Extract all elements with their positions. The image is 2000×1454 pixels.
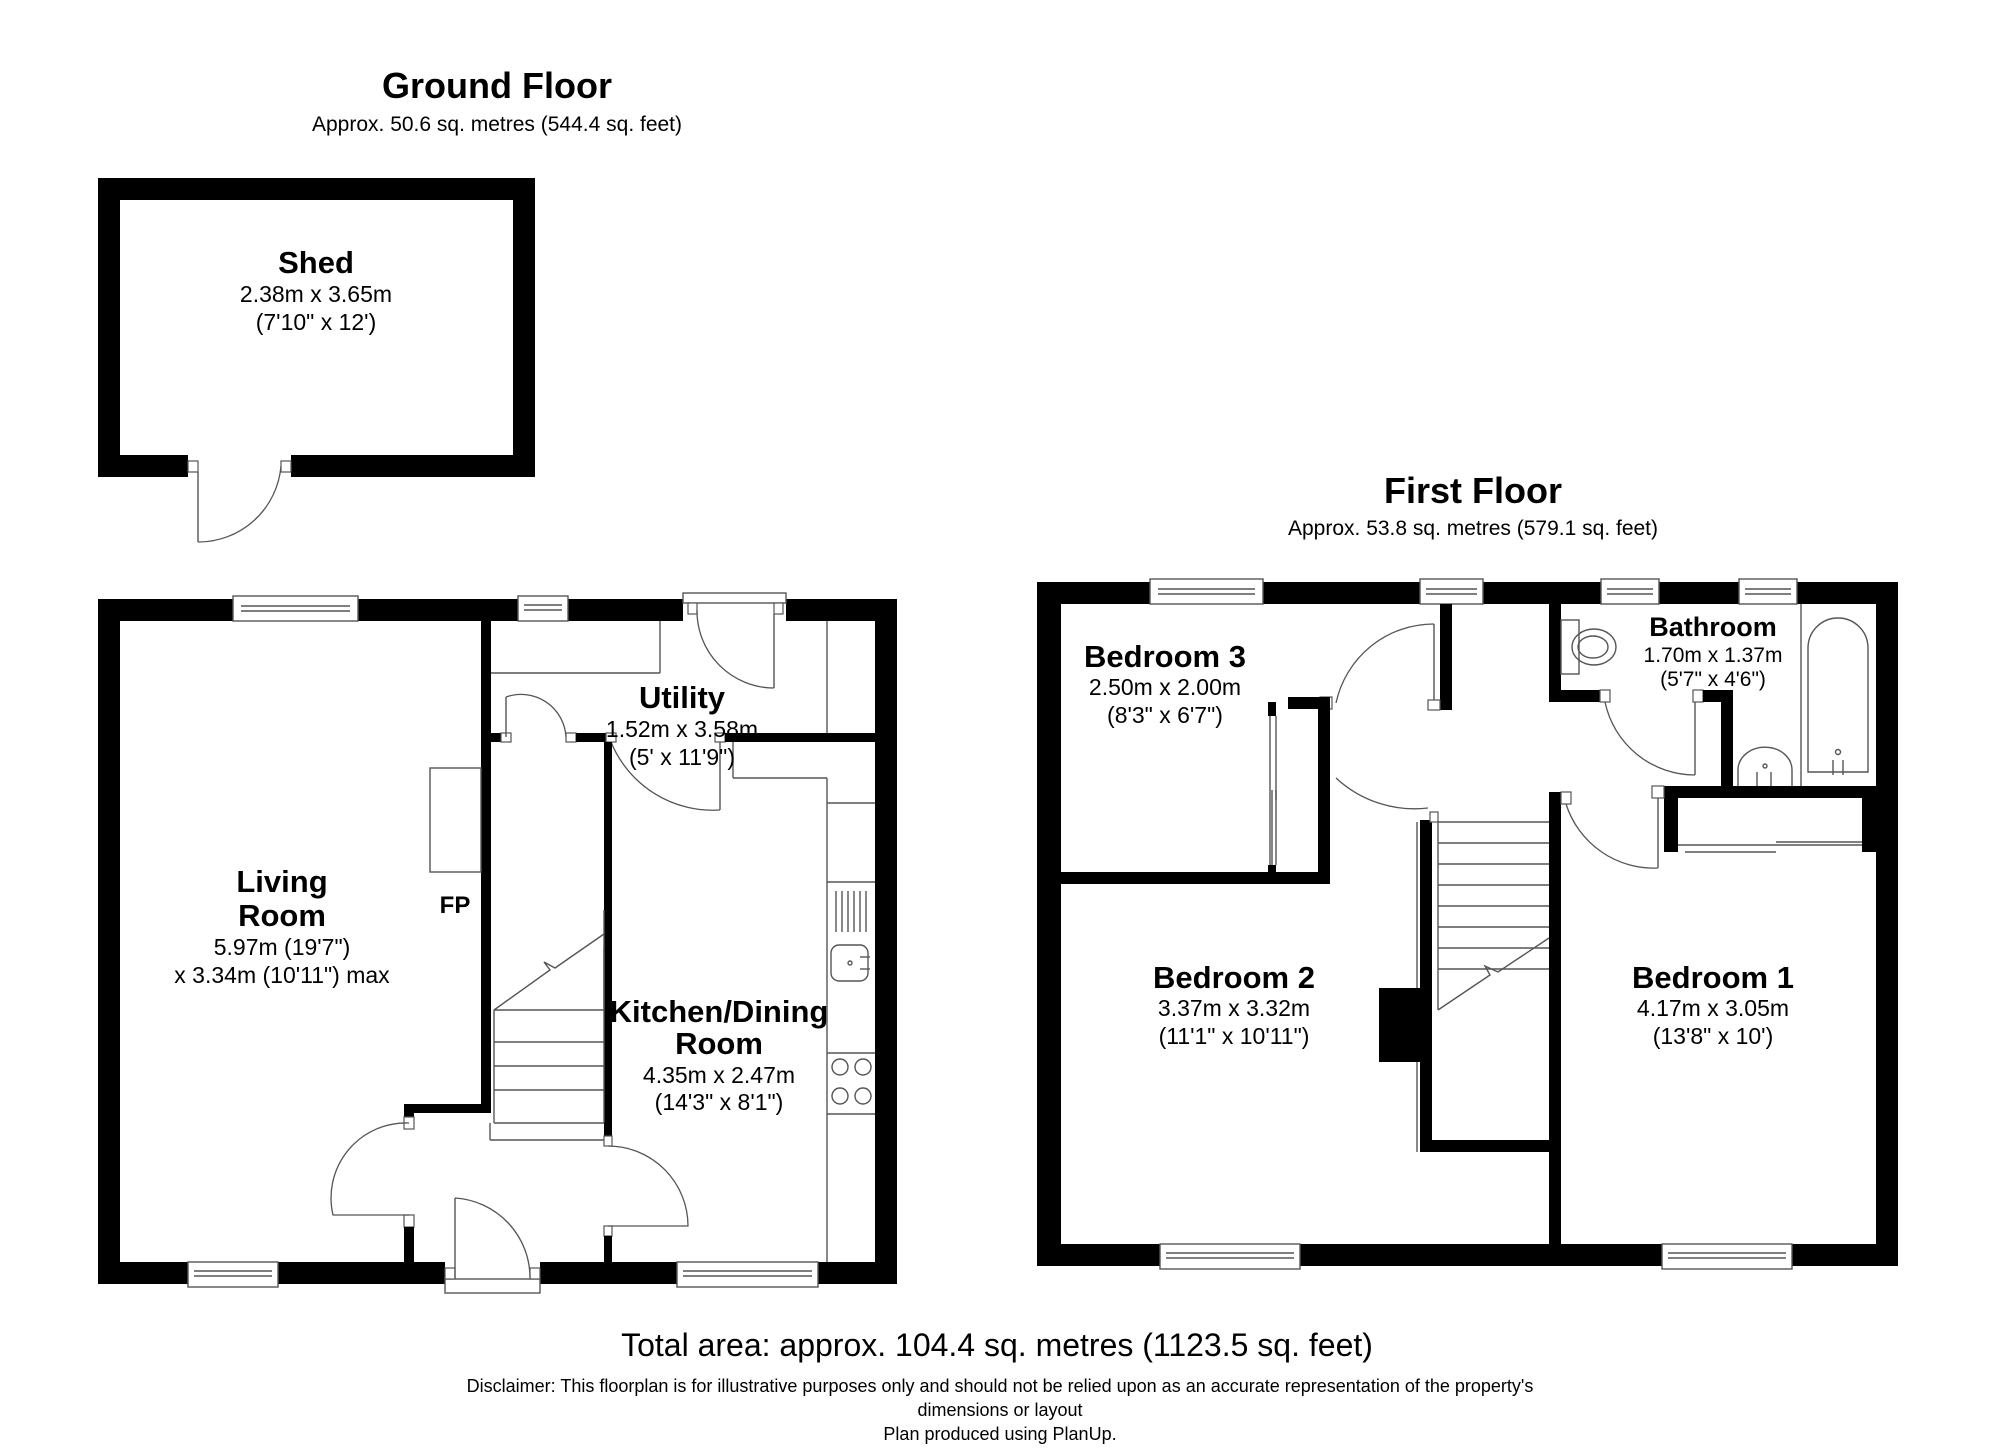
bedroom1-label: Bedroom 1 xyxy=(1632,960,1794,995)
kitchen-label-line1: Kitchen/Dining xyxy=(610,994,829,1029)
staircase-icon xyxy=(489,910,605,1141)
bathroom-dimensions-imperial: (5'7" x 4'6") xyxy=(1660,668,1766,691)
bedroom2-label: Bedroom 2 xyxy=(1153,960,1315,995)
utility-label: Utility xyxy=(639,680,726,715)
bedroom3-dimensions-imperial: (8'3" x 6'7") xyxy=(1107,702,1223,728)
kitchen-dimensions-imperial: (14'3" x 8'1") xyxy=(655,1089,784,1115)
bedroom1-dimensions-imperial: (13'8" x 10') xyxy=(1653,1023,1774,1049)
bedroom1-dimensions-metric: 4.17m x 3.05m xyxy=(1637,995,1789,1021)
kitchen-label-line2: Room xyxy=(675,1026,763,1061)
plan-producer-credit: Plan produced using PlanUp. xyxy=(883,1424,1116,1444)
shed-structure xyxy=(98,178,535,543)
bedroom2-dimensions-imperial: (11'1" x 10'11") xyxy=(1159,1023,1310,1049)
disclaimer-line1: Disclaimer: This floorplan is for illust… xyxy=(467,1376,1534,1396)
bathroom-dimensions-metric: 1.70m x 1.37m xyxy=(1644,644,1783,667)
shed-dimensions-metric: 2.38m x 3.65m xyxy=(240,281,392,307)
disclaimer-line2: dimensions or layout xyxy=(917,1400,1082,1420)
first-floor-area: Approx. 53.8 sq. metres (579.1 sq. feet) xyxy=(1288,517,1658,540)
first-floor-structure xyxy=(1037,578,1898,1270)
utility-dimensions-imperial: (5' x 11'9") xyxy=(629,744,735,770)
living-room-dimensions-1: 5.97m (19'7") xyxy=(214,934,351,960)
ground-floor-title: Ground Floor xyxy=(382,65,612,106)
basin-icon xyxy=(1737,746,1793,792)
toilet-icon xyxy=(1560,619,1617,675)
bedroom3-label: Bedroom 3 xyxy=(1084,639,1246,674)
living-room-label-line1: Living xyxy=(236,864,327,899)
fireplace-label: FP xyxy=(440,892,471,919)
kitchen-dimensions-metric: 4.35m x 2.47m xyxy=(643,1062,795,1088)
living-room-dimensions-2: x 3.34m (10'11") max xyxy=(174,962,390,988)
total-area: Total area: approx. 104.4 sq. metres (11… xyxy=(621,1327,1373,1363)
staircase-icon xyxy=(1437,821,1550,1011)
first-floor-title: First Floor xyxy=(1384,470,1562,511)
living-room-label-line2: Room xyxy=(238,898,326,933)
hob-icon xyxy=(831,1058,872,1105)
ground-floor-area: Approx. 50.6 sq. metres (544.4 sq. feet) xyxy=(312,113,682,136)
utility-dimensions-metric: 1.52m x 3.58m xyxy=(606,716,758,742)
bedroom2-dimensions-metric: 3.37m x 3.32m xyxy=(1158,995,1310,1021)
ground-floor-structure xyxy=(98,592,897,1294)
kitchen-sink-icon xyxy=(830,891,870,982)
bedroom3-dimensions-metric: 2.50m x 2.00m xyxy=(1089,674,1241,700)
bath-icon xyxy=(1807,617,1869,775)
shed-label: Shed xyxy=(278,245,354,280)
bathroom-label: Bathroom xyxy=(1649,612,1777,642)
shed-dimensions-imperial: (7'10" x 12') xyxy=(256,309,377,335)
